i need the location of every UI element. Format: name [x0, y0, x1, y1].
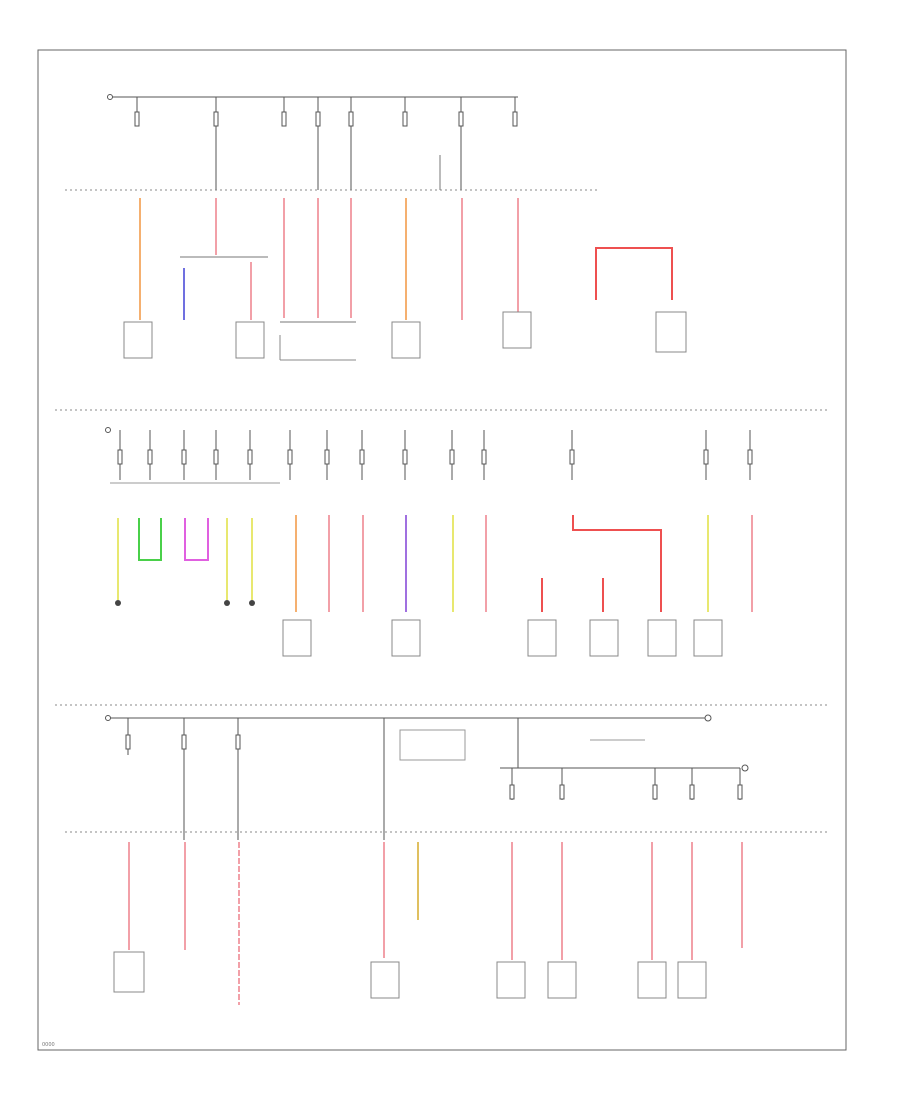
diagram-code: 0000 [42, 1042, 55, 1048]
bottom-fuse-drops [125, 718, 743, 840]
top-components [123, 311, 687, 361]
middle-section [105, 427, 753, 657]
middle-wires [117, 515, 753, 612]
bottom-wires [128, 842, 743, 1005]
middle-fuse-drops [117, 430, 753, 480]
top-fuse-drops [134, 97, 518, 190]
diagram-border [37, 49, 847, 1051]
bottom-components [113, 951, 707, 999]
top-section [65, 94, 687, 361]
top-wires [139, 198, 673, 320]
relay-box [399, 729, 466, 761]
bottom-section [65, 714, 830, 1005]
top-bus-terminal [107, 94, 113, 100]
middle-components [282, 619, 723, 657]
